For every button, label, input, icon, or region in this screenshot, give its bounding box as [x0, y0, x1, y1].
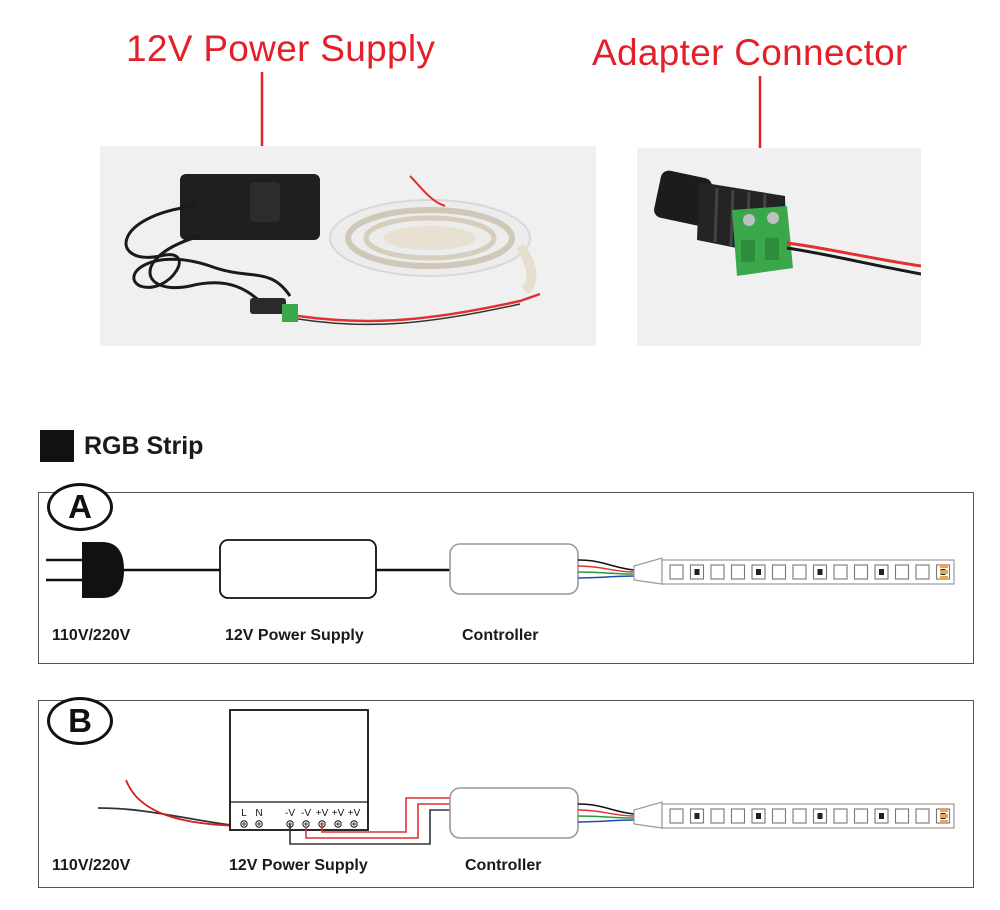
terminal-label: -V: [285, 808, 295, 819]
terminal-label: N: [255, 808, 262, 819]
adapter-connector-title: Adapter Connector: [592, 32, 908, 73]
led-chip: [894, 564, 910, 580]
section-marker: [40, 430, 74, 462]
adapter-connector-illustration: [637, 148, 922, 346]
diagram-b-controller-label: Controller: [465, 857, 542, 874]
led-chip: [771, 808, 787, 824]
terminal-label: L: [241, 808, 247, 819]
ac-input-wires: [97, 779, 253, 827]
diagram-b-input-label: 110V/220V: [52, 857, 131, 874]
diagram-a-controller-label: Controller: [462, 627, 539, 644]
led-chip: [730, 564, 746, 580]
led-chip: [710, 564, 725, 580]
diagram-a-badge: A: [47, 483, 113, 531]
psu-box: [229, 709, 369, 831]
controller-box: [449, 787, 579, 839]
led-chip: [669, 564, 684, 580]
power-supply-illustration: [100, 146, 596, 346]
plug-icon: [46, 542, 124, 598]
power-supply-title: 12V Power Supply: [126, 28, 436, 69]
diagram-a-input-label: 110V/220V: [52, 627, 131, 644]
diagram-a-drawing: [46, 539, 955, 599]
adapter-connector-photo: [637, 148, 922, 346]
diagram-b-psu-label: 12V Power Supply: [229, 857, 368, 874]
led-chip: [792, 808, 807, 824]
led-chip: [710, 808, 725, 824]
led-chip: [730, 808, 746, 824]
rgb-wires: [577, 803, 635, 823]
controller-box: [449, 543, 579, 595]
dc-output-wires: [289, 797, 450, 845]
led-chip: [833, 808, 848, 824]
power-supply-photo: [100, 146, 596, 346]
led-chip: [915, 564, 930, 580]
led-chip: [894, 808, 910, 824]
led-strip: [661, 559, 955, 585]
diagram-a-psu-label: 12V Power Supply: [225, 627, 364, 644]
terminal-label: +V: [348, 808, 361, 819]
led-chip: [792, 564, 807, 580]
diagram-b-badge: B: [47, 697, 113, 745]
led-chip: [669, 808, 684, 824]
led-chip: [853, 564, 869, 580]
psu-box: [219, 539, 377, 599]
terminal-label: +V: [332, 808, 345, 819]
led-chip: [853, 808, 869, 824]
led-chip: [833, 564, 848, 580]
section-title: RGB Strip: [84, 432, 204, 460]
led-chip: [915, 808, 930, 824]
terminal-label: +V: [316, 808, 329, 819]
led-strip: [661, 803, 955, 829]
rgb-wires: [577, 559, 635, 579]
led-chip: [771, 564, 787, 580]
terminal-label: -V: [301, 808, 311, 819]
